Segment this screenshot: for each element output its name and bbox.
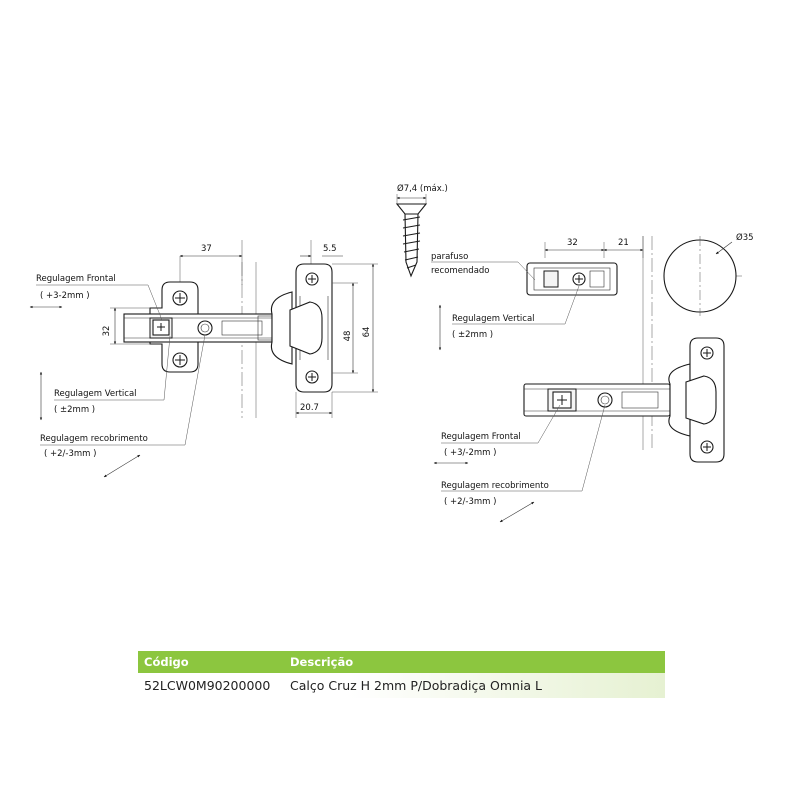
dim-32-left: 32 <box>102 326 112 337</box>
header-code: Código <box>144 655 189 669</box>
right-hinge-view: 32 21 Ø35 parafuso recomendado Regulagem… <box>431 232 754 523</box>
dim-37: 37 <box>201 244 212 254</box>
range-overlay-right: ( +2/-3mm ) <box>444 497 496 507</box>
dim-48: 48 <box>343 331 353 342</box>
range-frontal-right: ( +3/-2mm ) <box>444 448 496 458</box>
label-vertical-right: Regulagem Vertical <box>452 314 535 324</box>
range-frontal-left: ( +3-2mm ) <box>40 291 90 301</box>
label-frontal-left: Regulagem Frontal <box>36 274 116 284</box>
screw-shank <box>404 213 419 278</box>
label-frontal-right: Regulagem Frontal <box>441 432 521 442</box>
left-hinge-view: 37 5.5 <box>29 240 378 478</box>
adjust-screw-round <box>197 320 213 336</box>
range-vertical-left: ( ±2mm ) <box>54 405 95 415</box>
dim-cup-diameter: Ø35 <box>736 232 754 243</box>
table-row: 52LCW0M90200000 Calço Cruz H 2mm P/Dobra… <box>138 673 665 698</box>
label-screw-1: parafuso <box>431 252 468 262</box>
range-vertical-right: ( ±2mm ) <box>452 330 493 340</box>
header-description: Descrição <box>290 655 354 669</box>
label-vertical-left: Regulagem Vertical <box>54 389 137 399</box>
right-adjust-round <box>597 392 613 408</box>
screw-diameter-label: Ø7,4 (máx.) <box>397 183 448 194</box>
table-header: Código Descrição <box>138 651 665 673</box>
cell-description: Calço Cruz H 2mm P/Dobradiça Omnia L <box>290 678 543 693</box>
label-overlay-right: Regulagem recobrimento <box>441 481 549 491</box>
cell-code: 52LCW0M90200000 <box>144 678 271 693</box>
screw-head <box>395 203 428 215</box>
dim-64: 64 <box>362 327 372 338</box>
screw-view: Ø7,4 (máx.) <box>395 183 448 278</box>
label-overlay-left: Regulagem recobrimento <box>40 434 148 444</box>
dim-21: 21 <box>618 238 629 248</box>
product-table: Código Descrição 52LCW0M90200000 Calço C… <box>138 651 665 698</box>
range-overlay-left: ( +2/-3mm ) <box>44 449 96 459</box>
dim-20-7: 20.7 <box>300 403 319 413</box>
label-screw-2: recomendado <box>431 266 490 276</box>
dim-32-right: 32 <box>567 238 578 248</box>
dim-5-5: 5.5 <box>323 244 337 254</box>
